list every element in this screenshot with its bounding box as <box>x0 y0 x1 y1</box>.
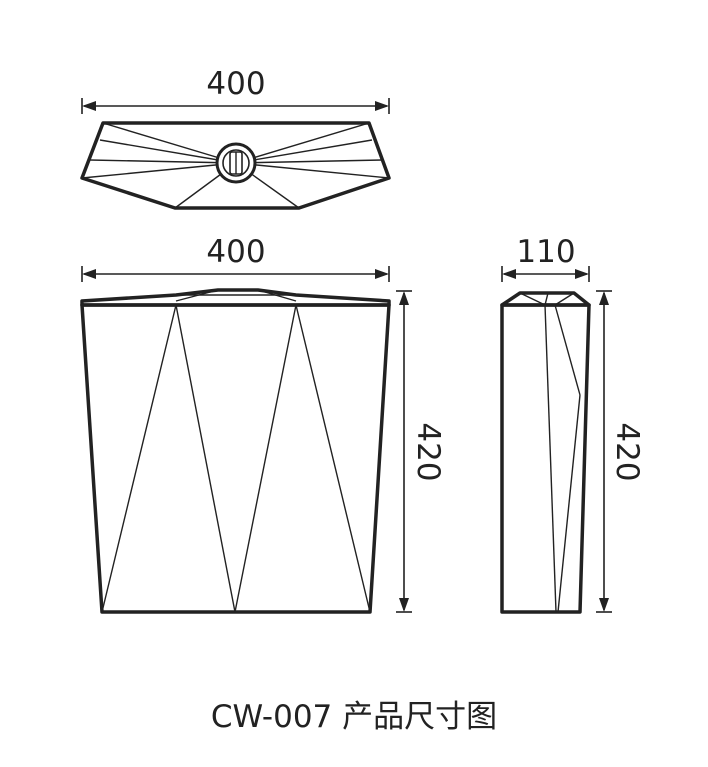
front-view-height-dimension: 420 <box>396 290 446 613</box>
side-view-depth-dimension: 110 <box>501 234 590 282</box>
front-view: 400 420 <box>80 234 446 614</box>
side-view: 110 420 <box>500 234 645 614</box>
side-view-body-outline <box>500 303 591 614</box>
flush-button-icon <box>215 142 257 184</box>
front-view-height-label: 420 <box>410 422 446 481</box>
front-view-lid <box>80 288 391 307</box>
side-view-facet-lines <box>544 304 581 613</box>
side-view-lid <box>500 291 591 307</box>
front-view-width-dimension: 400 <box>81 234 390 282</box>
top-view-facet-lines <box>81 122 390 209</box>
top-view-width-dimension: 400 <box>81 66 390 114</box>
drawing-caption: CW-007 产品尺寸图 <box>211 699 497 735</box>
front-view-body-outline <box>80 303 391 614</box>
side-view-height-label: 420 <box>609 422 645 481</box>
front-view-facet-lines <box>101 304 371 613</box>
top-view-width-label: 400 <box>206 66 265 102</box>
front-view-width-label: 400 <box>206 234 265 270</box>
top-view: 400 <box>80 66 391 210</box>
side-view-depth-label: 110 <box>516 234 575 270</box>
side-view-height-dimension: 420 <box>596 290 645 613</box>
